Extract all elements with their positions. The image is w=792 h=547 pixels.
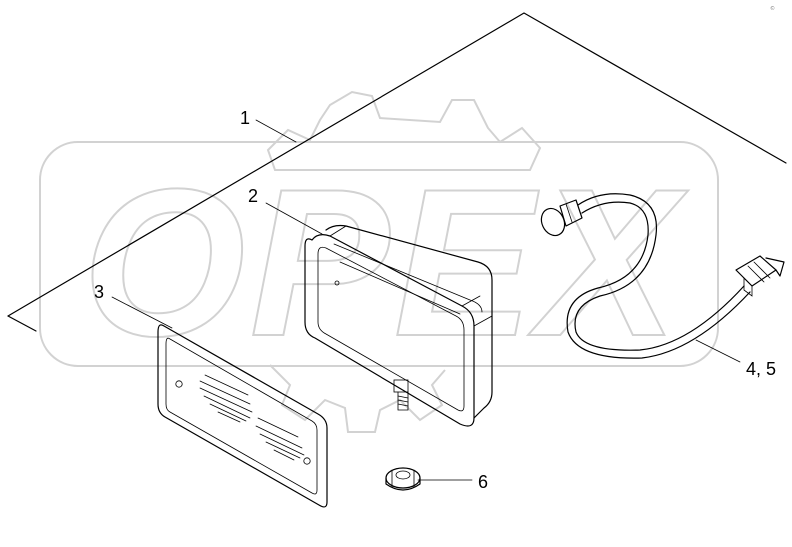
callout-1: 1	[240, 108, 250, 128]
watermark-gear	[266, 90, 542, 171]
leader-3	[111, 296, 173, 329]
bulb-harness-part-4-5	[540, 193, 785, 359]
callout-3: 3	[94, 282, 104, 302]
mounting-stud	[393, 379, 409, 411]
watermark-text: OPEX	[82, 145, 688, 380]
watermark-banner	[39, 141, 719, 367]
lens-part-3	[157, 324, 328, 508]
housing-part-2	[304, 224, 493, 427]
harness-connector	[735, 255, 785, 297]
mounting-plane	[7, 12, 787, 332]
callout-6: 6	[478, 472, 488, 492]
lens-texture	[199, 374, 305, 461]
watermark-gear-bottom	[269, 364, 446, 433]
nut-part-6	[385, 467, 421, 491]
callout-2: 2	[248, 186, 258, 206]
callout-4-5: 4, 5	[746, 359, 776, 379]
leader-45	[695, 339, 741, 363]
corner-mark: ©	[770, 5, 775, 12]
leader-1	[255, 119, 297, 143]
leader-2	[265, 202, 323, 235]
leader-lines	[111, 119, 741, 481]
